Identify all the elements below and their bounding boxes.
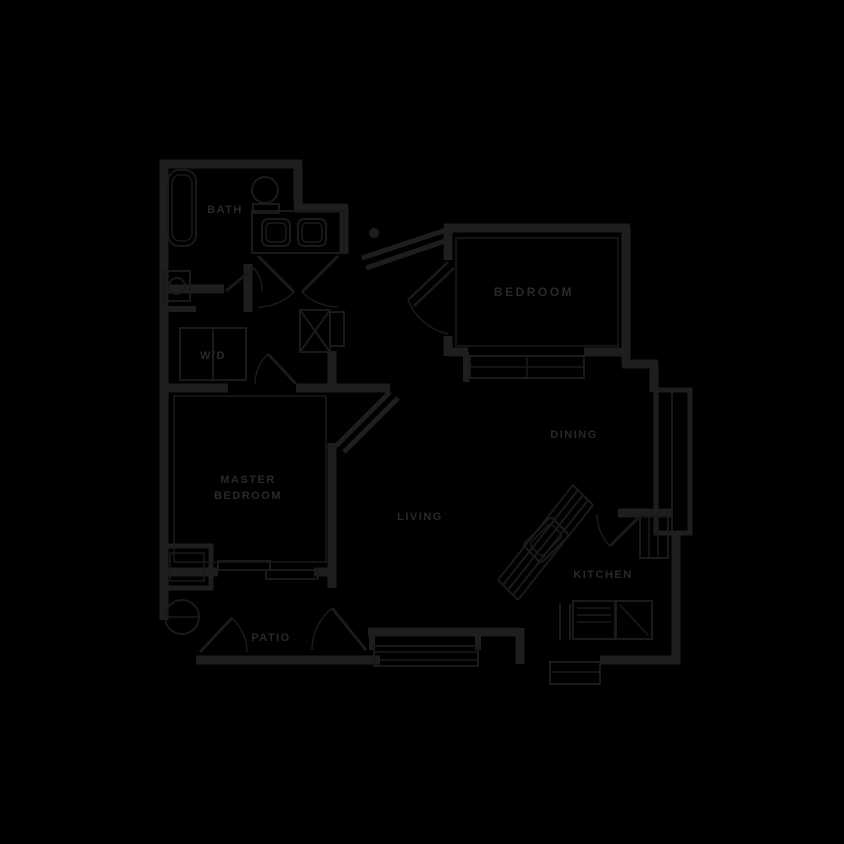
kitchen-sink-outer [522, 516, 570, 564]
master-bedroom-label-line1: MASTER [220, 474, 275, 486]
bedroom-door-arc [407, 299, 449, 335]
master-bedroom-label-line2: BEDROOM [214, 490, 282, 502]
bath-door-arc [253, 267, 263, 292]
laundry-and-closets [179, 309, 669, 580]
corner-fireplace [334, 390, 400, 454]
bathtub-icon [167, 169, 197, 247]
hall-double-door-right-leaf [300, 254, 340, 294]
living-window-band [373, 645, 479, 667]
pantry-shelf-lines [648, 516, 659, 558]
kitchen-sink-icon [522, 516, 570, 564]
toilet-tank [252, 203, 280, 214]
patio-fixtures [164, 599, 200, 635]
vanity-sink-right-inner [301, 222, 323, 243]
bath-label: BATH [207, 204, 243, 216]
laundry-tub [163, 270, 191, 302]
toilet-icon [251, 176, 279, 204]
patio-door-right-arc [311, 607, 333, 651]
patio-door-left-arc [231, 617, 248, 653]
patio-door-left-leaf [198, 616, 234, 654]
hall-double-door-left-arc [257, 291, 295, 308]
laundry-tub-basin [168, 277, 186, 295]
door-swings [198, 254, 644, 685]
master-closet-slider-left [217, 560, 271, 571]
laundry-label: W/D [200, 350, 226, 362]
room-inner-outlines [173, 237, 619, 563]
column-dot [369, 228, 379, 238]
hall-double-door-left-leaf [256, 254, 296, 294]
bathtub-inner [171, 174, 193, 242]
vanity-sink-left-inner [265, 222, 287, 243]
counter-box [615, 600, 653, 640]
master-inner-outline [173, 395, 327, 563]
master-door-leaf [266, 352, 298, 386]
hall-double-door-right-arc [301, 291, 339, 308]
master-door-arc [254, 353, 269, 385]
bathroom-fixtures [163, 169, 345, 302]
linen-closet-door [329, 311, 345, 347]
master-closet-slider-right [265, 569, 319, 580]
pantry-shelves [639, 515, 669, 559]
kitchen-opening-casing [559, 604, 571, 640]
patio-label: PATIO [251, 632, 290, 644]
bedroom-inner-outline [455, 237, 619, 347]
kitchen-label: KITCHEN [573, 569, 632, 581]
dining-window-bay [653, 387, 693, 536]
master-window-seat-inner [169, 552, 205, 582]
kitchen-door-leaf [608, 512, 644, 548]
angled-counter-caps [497, 484, 594, 601]
bath-door-leaf [225, 266, 255, 293]
vanity-counter [251, 210, 345, 254]
master-window-seat [160, 543, 214, 591]
kitchen-door-arc [596, 513, 611, 547]
windows [160, 387, 693, 667]
vanity-sink-right-icon [297, 218, 327, 247]
patio-door-right-leaf [330, 607, 368, 651]
kitchen-sink-inner [529, 523, 563, 557]
range-icon [572, 600, 616, 640]
living-window-glass-lines [374, 651, 478, 661]
entry-threshold [549, 661, 601, 685]
kitchen-fixtures [497, 484, 653, 640]
linen-closet-x [299, 309, 331, 353]
room-labels: BATH W/D MASTER BEDROOM BEDROOM DINING L… [200, 204, 632, 644]
bedroom-label: BEDROOM [494, 285, 574, 299]
bedroom-door-leaf [407, 261, 455, 307]
vanity-sink-left-icon [261, 218, 291, 247]
living-label: LIVING [397, 511, 443, 523]
bedroom-closet-sliders [470, 356, 584, 378]
dining-label: DINING [550, 429, 598, 441]
angled-counter-lines [497, 484, 594, 601]
angled-hall-wall [361, 227, 449, 271]
range-lines [577, 607, 611, 623]
counter-box-diagonal [619, 604, 649, 636]
exterior-and-interior-walls [159, 159, 681, 665]
